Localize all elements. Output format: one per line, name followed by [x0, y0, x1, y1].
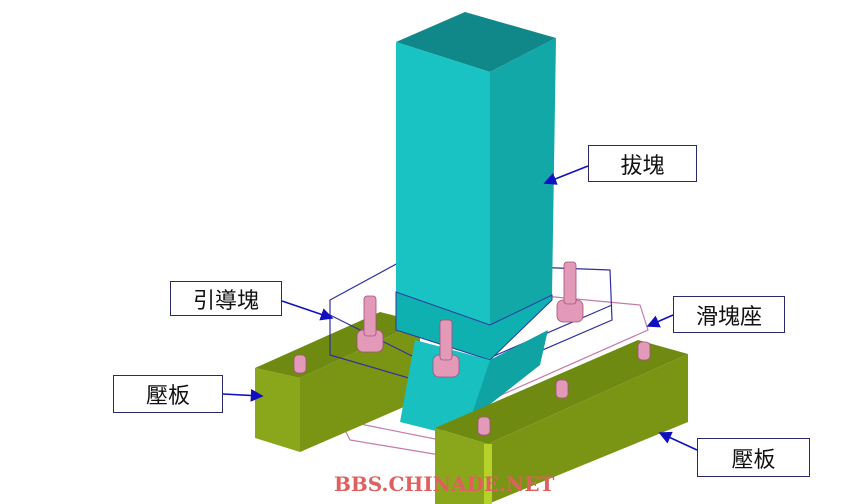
label-guide-block: 引導塊 — [170, 281, 282, 316]
pin — [477, 416, 491, 436]
arrow-punch-block — [543, 165, 589, 185]
bolt — [556, 261, 584, 323]
watermark: BBS.CHINADE.NET — [334, 472, 555, 496]
pin — [637, 341, 651, 361]
label-punch-block: 拔塊 — [588, 145, 697, 182]
arrow-slider-seat — [646, 314, 674, 328]
pin — [293, 354, 307, 374]
arrow-plate-left — [222, 389, 264, 402]
label-pressure-plate-right: 壓板 — [697, 438, 810, 477]
leader-arrows — [222, 165, 698, 451]
pins — [293, 261, 651, 436]
arrow-guide-block — [281, 300, 334, 321]
punch-block — [395, 12, 556, 432]
arrow-plate-right — [658, 431, 698, 451]
bolt — [356, 295, 384, 353]
label-pressure-plate-left: 壓板 — [113, 375, 223, 413]
label-slider-seat: 滑塊座 — [673, 296, 785, 333]
bolt — [432, 319, 460, 378]
pin — [555, 379, 569, 399]
